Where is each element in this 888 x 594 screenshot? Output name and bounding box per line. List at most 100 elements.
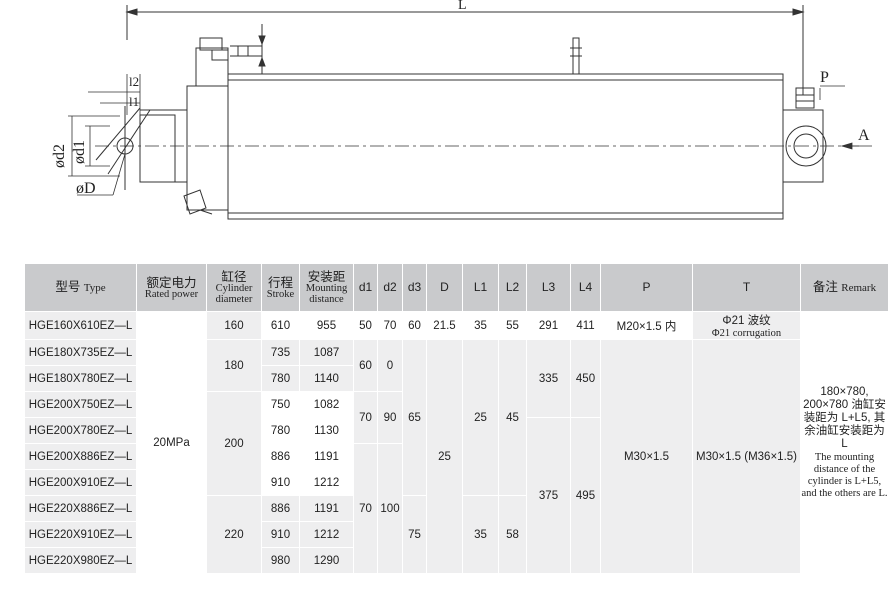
- header-L2: L2: [498, 263, 527, 312]
- header-P: P: [600, 263, 693, 312]
- L2-cell: 58: [498, 495, 527, 574]
- header-L4: L4: [570, 263, 601, 312]
- mounting-cell: 1212: [299, 521, 354, 548]
- cylinder-cell: 180: [206, 339, 262, 392]
- stroke-cell: 910: [261, 469, 300, 496]
- label-od1: ød1: [71, 140, 88, 164]
- label-A: A: [858, 127, 870, 144]
- P-cell: M30×1.5: [600, 339, 693, 574]
- L4-cell: 450: [570, 339, 601, 418]
- type-cell: HGE180X735EZ—L: [24, 339, 137, 366]
- label-l2: l2: [129, 74, 139, 89]
- L3-cell: 291: [526, 311, 571, 340]
- d2-cell: 90: [377, 391, 403, 444]
- D-cell: 25: [426, 339, 463, 574]
- header-L3: L3: [526, 263, 571, 312]
- P-cell: M20×1.5 内: [600, 311, 693, 340]
- table-row: HGE180X780EZ—L 780 1140: [24, 365, 888, 392]
- L4-cell: 411: [570, 311, 601, 340]
- D-cell: 21.5: [426, 311, 463, 340]
- mounting-cell: 1290: [299, 547, 354, 574]
- label-od2: ød2: [51, 144, 68, 168]
- d2-cell: 70: [377, 311, 403, 340]
- stroke-cell: 886: [261, 495, 300, 522]
- type-cell: HGE200X780EZ—L: [24, 417, 137, 444]
- power-cell: 20MPa: [136, 311, 207, 574]
- L1-cell: 35: [462, 311, 499, 340]
- cylinder-cell: 160: [206, 311, 262, 340]
- label-l1: l1: [129, 94, 139, 109]
- d3-cell: 65: [402, 339, 427, 496]
- L3-cell: 335: [526, 339, 571, 418]
- table-row: HGE220X910EZ—L 910 1212: [24, 521, 888, 548]
- d3-cell: 60: [402, 311, 427, 340]
- d2-cell: 0: [377, 339, 403, 392]
- table-row: HGE160X610EZ—L 20MPa 160 610 955 50 70 6…: [24, 311, 888, 574]
- mounting-cell: 1130: [299, 417, 354, 444]
- L3-cell: 375: [526, 417, 571, 574]
- header-d2: d2: [377, 263, 403, 312]
- stroke-cell: 735: [261, 339, 300, 366]
- L2-cell: 45: [498, 339, 527, 496]
- type-cell: HGE220X980EZ—L: [24, 547, 137, 574]
- mounting-cell: 955: [299, 311, 354, 340]
- d1-cell: 50: [353, 311, 378, 340]
- table-row: HGE220X886EZ—L 220 886 1191 75 35 58: [24, 495, 888, 574]
- stroke-cell: 780: [261, 417, 300, 444]
- header-D: D: [426, 263, 463, 312]
- mounting-cell: 1082: [299, 391, 354, 418]
- header-type: 型号 Type: [24, 263, 137, 312]
- stroke-cell: 886: [261, 443, 300, 470]
- remark-cell: 180×780, 200×780 油缸安装距为 L+L5, 其余油缸安装距为 L…: [800, 311, 888, 574]
- table-row: HGE180X735EZ—L 180 735 1087 60 0 65 25 2…: [24, 339, 888, 574]
- mounting-cell: 1191: [299, 495, 354, 522]
- cylinder-drawing: L P A l2 l1 ød2 ød1 øD: [51, 0, 872, 220]
- d1-cell: 60: [353, 339, 378, 392]
- type-cell: HGE220X910EZ—L: [24, 521, 137, 548]
- stroke-cell: 780: [261, 365, 300, 392]
- mounting-cell: 1212: [299, 469, 354, 496]
- label-oD: øD: [76, 180, 96, 197]
- mounting-cell: 1191: [299, 443, 354, 470]
- header-T: T: [692, 263, 801, 312]
- type-cell: HGE160X610EZ—L: [24, 311, 137, 340]
- mounting-cell: 1087: [299, 339, 354, 366]
- cylinder-cell: 200: [206, 391, 262, 496]
- header-remark: 备注 Remark: [800, 263, 888, 312]
- header-L1: L1: [462, 263, 499, 312]
- L1-cell: 25: [462, 339, 499, 496]
- L4-cell: 495: [570, 417, 601, 574]
- table-row: HGE200X750EZ—L 200 750 1082 70 90: [24, 391, 888, 496]
- L1-cell: 35: [462, 495, 499, 574]
- type-cell: HGE200X910EZ—L: [24, 469, 137, 496]
- type-cell: HGE200X750EZ—L: [24, 391, 137, 418]
- type-cell: HGE220X886EZ—L: [24, 495, 137, 522]
- header-d1: d1: [353, 263, 378, 312]
- d1-cell: 70: [353, 443, 378, 574]
- stroke-cell: 910: [261, 521, 300, 548]
- table-row: HGE200X886EZ—L 886 1191 70 100: [24, 443, 888, 574]
- stroke-cell: 750: [261, 391, 300, 418]
- cylinder-cell: 220: [206, 495, 262, 574]
- stroke-cell: 610: [261, 311, 300, 340]
- mounting-cell: 1140: [299, 365, 354, 392]
- label-P: P: [820, 69, 829, 86]
- type-cell: HGE200X886EZ—L: [24, 443, 137, 470]
- d2-cell: 100: [377, 443, 403, 574]
- table-row: HGE220X980EZ—L 980 1290: [24, 547, 888, 574]
- stroke-cell: 980: [261, 547, 300, 574]
- d1-cell: 70: [353, 391, 378, 444]
- L2-cell: 55: [498, 311, 527, 340]
- table-row: HGE200X780EZ—L 780 1130 375 495: [24, 417, 888, 574]
- type-cell: HGE180X780EZ—L: [24, 365, 137, 392]
- label-L: L: [458, 0, 467, 13]
- header-d3: d3: [402, 263, 427, 312]
- T-cell: M30×1.5 (M36×1.5): [692, 339, 801, 574]
